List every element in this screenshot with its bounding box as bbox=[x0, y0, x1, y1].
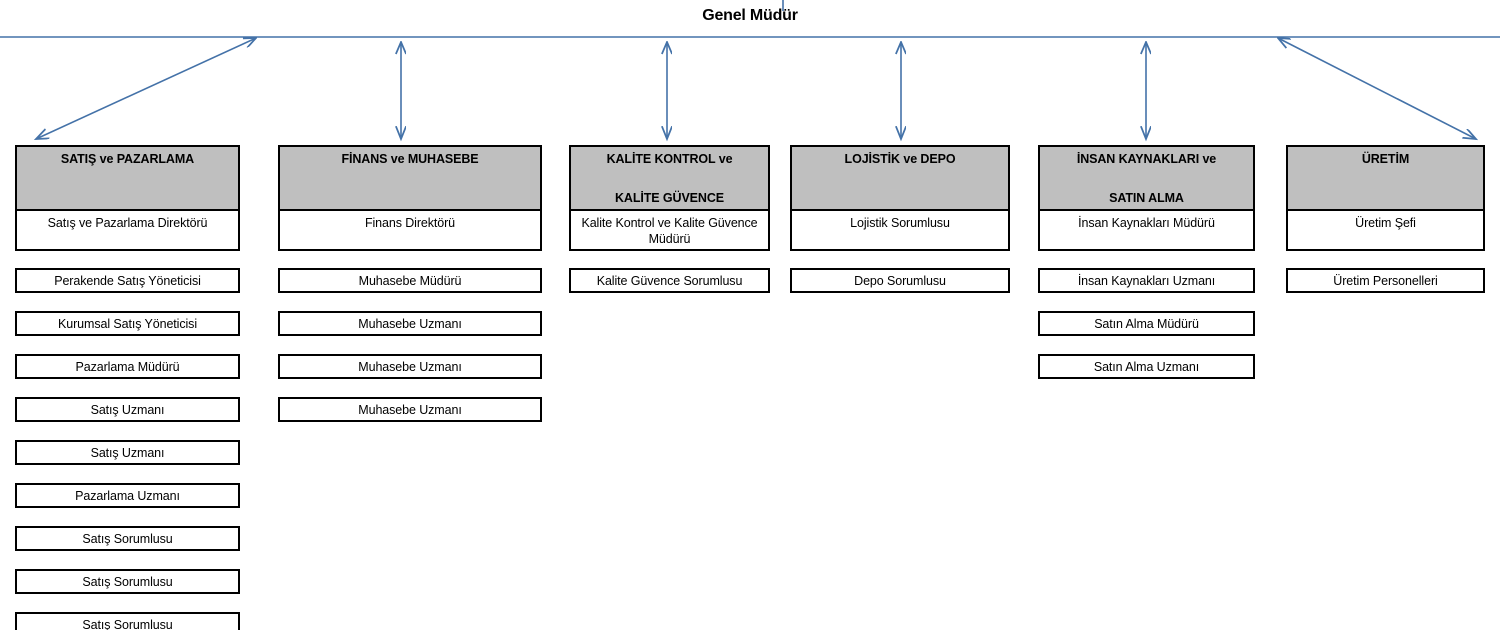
member-box[interactable]: İnsan Kaynakları Uzmanı bbox=[1038, 268, 1255, 293]
department-header-line2: KALİTE GÜVENCE bbox=[614, 191, 725, 205]
department-lead-label: Satış ve Pazarlama Direktörü bbox=[47, 216, 208, 230]
member-label: Muhasebe Uzmanı bbox=[358, 402, 462, 417]
member-box[interactable]: Satın Alma Müdürü bbox=[1038, 311, 1255, 336]
department-lead-box[interactable]: Kalite Kontrol ve Kalite Güvence Müdürü bbox=[569, 209, 770, 251]
department-lead-box[interactable]: Üretim Şefi bbox=[1286, 209, 1485, 251]
department-header[interactable]: LOJİSTİK ve DEPO bbox=[790, 145, 1010, 211]
member-label: Muhasebe Uzmanı bbox=[358, 316, 462, 331]
department-header-line2: SATIN ALMA bbox=[1109, 191, 1184, 205]
member-label: Muhasebe Uzmanı bbox=[358, 359, 462, 374]
member-label: Satın Alma Müdürü bbox=[1094, 316, 1199, 331]
member-box[interactable]: Satış Uzmanı bbox=[15, 397, 240, 422]
department-header-line1: KALİTE KONTROL ve bbox=[606, 152, 733, 166]
department-lead-box[interactable]: Finans Direktörü bbox=[278, 209, 542, 251]
member-label: Perakende Satış Yöneticisi bbox=[54, 273, 201, 288]
department-lead-label: Lojistik Sorumlusu bbox=[850, 216, 950, 230]
member-label: Satış Sorumlusu bbox=[82, 574, 173, 589]
member-label: Depo Sorumlusu bbox=[854, 273, 946, 288]
department-header-line1: SATIŞ ve PAZARLAMA bbox=[60, 152, 195, 166]
department-column-lojistik-ve-depo: LOJİSTİK ve DEPO Lojistik Sorumlusu bbox=[790, 145, 1010, 251]
member-label: Satış Sorumlusu bbox=[82, 531, 173, 546]
member-box[interactable]: Kurumsal Satış Yöneticisi bbox=[15, 311, 240, 336]
department-lead-box[interactable]: İnsan Kaynakları Müdürü bbox=[1038, 209, 1255, 251]
department-header[interactable]: SATIŞ ve PAZARLAMA bbox=[15, 145, 240, 211]
member-label: Üretim Personelleri bbox=[1333, 273, 1438, 288]
member-box[interactable]: Satış Sorumlusu bbox=[15, 612, 240, 630]
member-label: Satış Uzmanı bbox=[90, 402, 165, 417]
department-column-finans-ve-muhasebe: FİNANS ve MUHASEBE Finans Direktörü bbox=[278, 145, 542, 251]
member-box[interactable]: Satın Alma Uzmanı bbox=[1038, 354, 1255, 379]
member-label: Kurumsal Satış Yöneticisi bbox=[58, 316, 197, 331]
department-lead-label: Üretim Şefi bbox=[1355, 216, 1416, 230]
member-box[interactable]: Perakende Satış Yöneticisi bbox=[15, 268, 240, 293]
member-box[interactable]: Pazarlama Müdürü bbox=[15, 354, 240, 379]
department-column-satis-ve-pazarlama: SATIŞ ve PAZARLAMA Satış ve Pazarlama Di… bbox=[15, 145, 240, 251]
member-label: Muhasebe Müdürü bbox=[358, 273, 462, 288]
member-box[interactable]: Satış Sorumlusu bbox=[15, 526, 240, 551]
department-column-insan-kaynaklari-ve-satin-alma: İNSAN KAYNAKLARI ve SATIN ALMA İnsan Kay… bbox=[1038, 145, 1255, 251]
page-title: Genel Müdür bbox=[702, 7, 798, 24]
department-lead-label: İnsan Kaynakları Müdürü bbox=[1078, 216, 1215, 230]
department-header[interactable]: ÜRETİM bbox=[1286, 145, 1485, 211]
member-box[interactable]: Muhasebe Müdürü bbox=[278, 268, 542, 293]
department-header-line1: İNSAN KAYNAKLARI ve bbox=[1076, 152, 1217, 166]
member-label: Satış Uzmanı bbox=[90, 445, 165, 460]
member-box[interactable]: Satış Sorumlusu bbox=[15, 569, 240, 594]
department-column-kalite-kontrol-ve-kalite-guvence: KALİTE KONTROL ve KALİTE GÜVENCE Kalite … bbox=[569, 145, 770, 251]
member-box[interactable]: Muhasebe Uzmanı bbox=[278, 354, 542, 379]
member-label: Pazarlama Uzmanı bbox=[75, 488, 180, 503]
member-box[interactable]: Muhasebe Uzmanı bbox=[278, 397, 542, 422]
department-header[interactable]: İNSAN KAYNAKLARI ve SATIN ALMA bbox=[1038, 145, 1255, 211]
member-box[interactable]: Üretim Personelleri bbox=[1286, 268, 1485, 293]
member-label: Satış Sorumlusu bbox=[82, 617, 173, 630]
department-lead-box[interactable]: Satış ve Pazarlama Direktörü bbox=[15, 209, 240, 251]
department-lead-label: Kalite Kontrol ve Kalite Güvence Müdürü bbox=[581, 216, 758, 246]
department-lead-label: Finans Direktörü bbox=[364, 216, 456, 230]
member-label: İnsan Kaynakları Uzmanı bbox=[1077, 273, 1216, 288]
department-lead-box[interactable]: Lojistik Sorumlusu bbox=[790, 209, 1010, 251]
connector-arrow-dept-6 bbox=[1278, 38, 1476, 139]
member-box[interactable]: Depo Sorumlusu bbox=[790, 268, 1010, 293]
member-box[interactable]: Pazarlama Uzmanı bbox=[15, 483, 240, 508]
department-header-line1: ÜRETİM bbox=[1361, 152, 1410, 166]
connector-arrow-dept-1 bbox=[36, 38, 256, 139]
department-header[interactable]: FİNANS ve MUHASEBE bbox=[278, 145, 542, 211]
department-header-line1: LOJİSTİK ve DEPO bbox=[844, 152, 956, 166]
member-box[interactable]: Muhasebe Uzmanı bbox=[278, 311, 542, 336]
member-label: Pazarlama Müdürü bbox=[75, 359, 180, 374]
member-label: Kalite Güvence Sorumlusu bbox=[596, 273, 743, 288]
department-header-line1: FİNANS ve MUHASEBE bbox=[341, 152, 479, 166]
department-header[interactable]: KALİTE KONTROL ve KALİTE GÜVENCE bbox=[569, 145, 770, 211]
member-box[interactable]: Satış Uzmanı bbox=[15, 440, 240, 465]
department-column-uretim: ÜRETİM Üretim Şefi bbox=[1286, 145, 1485, 251]
member-box[interactable]: Kalite Güvence Sorumlusu bbox=[569, 268, 770, 293]
member-label: Satın Alma Uzmanı bbox=[1093, 359, 1200, 374]
